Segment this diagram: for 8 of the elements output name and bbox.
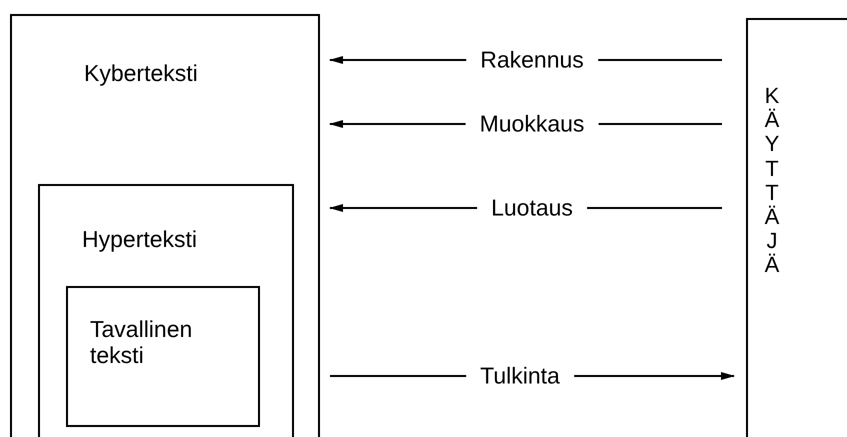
user-panel: [746, 18, 847, 437]
box-title: Tavallinen teksti: [90, 316, 194, 369]
text-layer-box: [38, 184, 294, 437]
vertical-label: KÄYTTÄJÄ: [764, 84, 780, 278]
text-layer-box: [66, 286, 260, 427]
box-title: Kyberteksti: [84, 60, 199, 86]
box-title: Hyperteksti: [82, 226, 198, 252]
text-layer-box: [10, 14, 320, 437]
